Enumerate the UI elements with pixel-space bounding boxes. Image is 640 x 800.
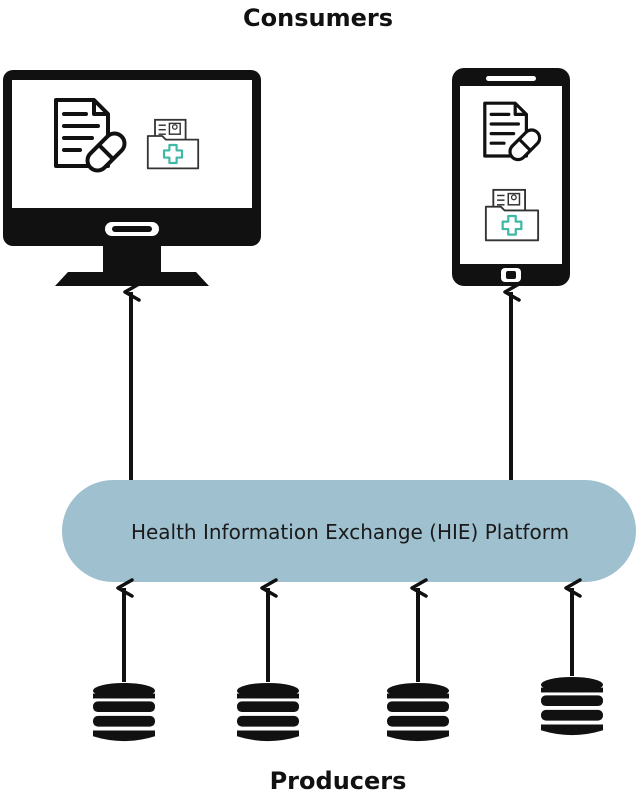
database-icon (387, 682, 449, 742)
hie-platform: Health Information Exchange (HIE) Platfo… (62, 480, 636, 582)
desktop-monitor-icon (3, 70, 261, 286)
database-icon (93, 682, 155, 742)
database-icon (541, 676, 603, 736)
smartphone-icon (452, 68, 570, 286)
consumers-label: Consumers (243, 4, 393, 32)
producers-label: Producers (270, 767, 407, 795)
platform-label: Health Information Exchange (HIE) Platfo… (131, 520, 569, 544)
database-icon (237, 682, 299, 742)
